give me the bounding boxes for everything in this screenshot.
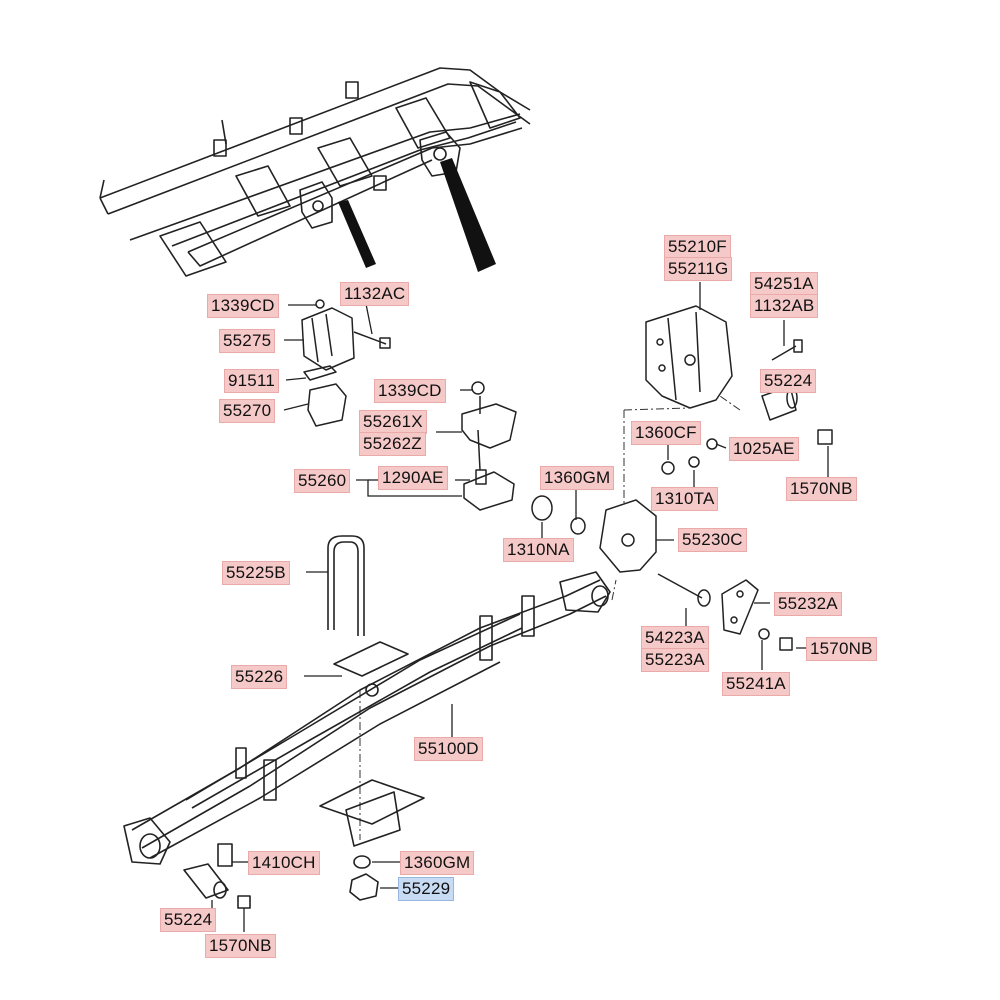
- part-label-1132ac[interactable]: 1132AC: [340, 282, 410, 306]
- part-label-55100d[interactable]: 55100D: [414, 737, 483, 761]
- leader-lines: [211, 282, 829, 932]
- part-label-55230c[interactable]: 55230C: [678, 528, 747, 552]
- part-label-1339cd[interactable]: 1339CD: [207, 294, 279, 318]
- part-label-55262z[interactable]: 55262Z: [359, 432, 426, 456]
- part-label-55275[interactable]: 55275: [219, 329, 276, 353]
- part-label-55229[interactable]: 55229: [398, 877, 455, 901]
- part-label-1339cd-2[interactable]: 1339CD: [374, 379, 446, 403]
- leaf-spring: [123, 571, 611, 909]
- part-label-1310ta[interactable]: 1310TA: [651, 487, 719, 511]
- guide-lines: [359, 395, 741, 840]
- part-label-55261x[interactable]: 55261X: [359, 410, 427, 434]
- pointer-arrow: [440, 158, 496, 272]
- part-label-54251a[interactable]: 54251A: [750, 272, 818, 296]
- part-label-55211g[interactable]: 55211G: [664, 257, 733, 281]
- pointer-arrow: [338, 200, 376, 268]
- chassis-frame: [99, 67, 531, 277]
- part-label-55241a[interactable]: 55241A: [722, 672, 790, 696]
- part-label-1570nb-3[interactable]: 1570NB: [205, 934, 276, 958]
- part-label-55224-2[interactable]: 55224: [160, 908, 217, 932]
- part-label-55210f[interactable]: 55210F: [664, 235, 731, 259]
- part-label-1360gm-2[interactable]: 1360GM: [400, 851, 475, 875]
- part-label-1310na[interactable]: 1310NA: [503, 538, 574, 562]
- part-label-1025ae[interactable]: 1025AE: [729, 437, 799, 461]
- part-label-1290ae[interactable]: 1290AE: [378, 466, 448, 490]
- part-label-55270[interactable]: 55270: [219, 399, 276, 423]
- part-label-55225b[interactable]: 55225B: [222, 561, 290, 585]
- part-label-1360cf[interactable]: 1360CF: [631, 421, 701, 445]
- part-label-1360gm[interactable]: 1360GM: [540, 466, 615, 490]
- part-label-91511[interactable]: 91511: [224, 369, 280, 393]
- part-label-55260[interactable]: 55260: [294, 469, 351, 493]
- front-bracket-assembly: [301, 299, 391, 427]
- part-label-1410ch[interactable]: 1410CH: [248, 851, 320, 875]
- part-label-55232a[interactable]: 55232A: [774, 592, 842, 616]
- u-bolt: [327, 535, 365, 636]
- part-label-1570nb[interactable]: 1570NB: [786, 477, 857, 501]
- part-label-55226[interactable]: 55226: [231, 665, 288, 689]
- part-label-55223a[interactable]: 55223A: [641, 648, 709, 672]
- part-label-54223a[interactable]: 54223A: [641, 626, 709, 650]
- rear-bracket-assembly: [461, 381, 517, 511]
- part-label-55224[interactable]: 55224: [760, 369, 817, 393]
- shackle-bracket-assembly: [531, 305, 833, 651]
- part-label-1132ab[interactable]: 1132AB: [750, 294, 819, 318]
- part-label-1570nb-2[interactable]: 1570NB: [806, 637, 877, 661]
